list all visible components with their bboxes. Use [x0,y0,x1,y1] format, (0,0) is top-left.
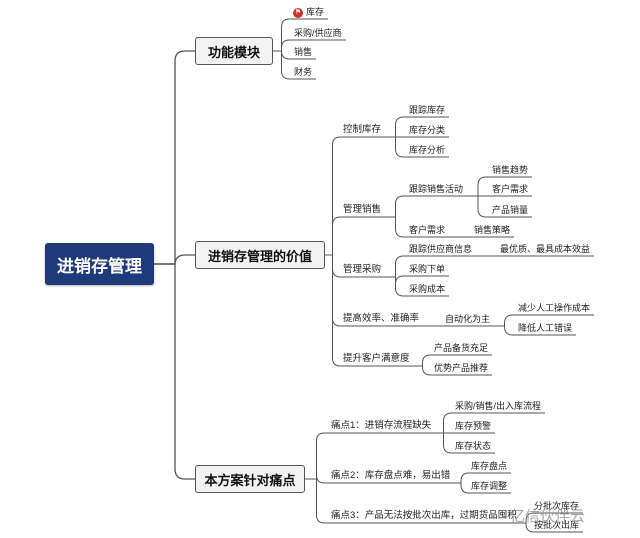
connector-line [305,474,331,484]
flag-icon: ⚑ [293,7,303,18]
connector-line [385,276,409,297]
connector-line [454,482,471,494]
leaf-inventory-category[interactable]: 库存分类 [409,125,446,135]
connector-line [273,50,294,60]
connector-line [325,136,343,256]
leaf-best-quality[interactable]: 最优质、最具成本效益 [500,244,591,254]
leaf-sales-trend[interactable]: 销售趋势 [492,165,529,175]
leaf-track-supplier[interactable]: 跟踪供应商信息 [409,244,473,254]
connector-line [305,432,331,480]
connector-line [414,354,434,367]
connector-line [521,522,535,533]
leaf-reduce-errors[interactable]: 降低人工错误 [518,323,573,333]
leaf-track-sales[interactable]: 跟踪销售活动 [409,184,464,194]
connector-line [521,512,535,524]
connector-line [494,325,518,336]
leaf-sales-strategy[interactable]: 销售策略 [474,225,511,235]
leaf-purchase-cost[interactable]: 采购成本 [409,284,446,294]
leaf-automation[interactable]: 自动化为主 [445,314,491,324]
sub-pain-2[interactable]: 痛点2：库存盘点难，易出错 [331,470,451,481]
sub-customer-satisfaction[interactable]: 提升客户满意度 [343,353,410,364]
leaf-product-recommend[interactable]: 优势产品推荐 [434,363,489,373]
leaf-track-inventory[interactable]: 跟踪库存 [409,105,446,115]
leaf-inventory-alert[interactable]: 库存预警 [455,421,492,431]
connector-line [467,195,492,218]
connector-line [325,254,343,278]
connector-line [414,365,434,376]
leaf-sales[interactable]: 销售 [294,47,313,57]
leaf-purchase-order[interactable]: 采购下单 [409,264,446,274]
connector-line [385,216,409,238]
leaf-inventory-status[interactable]: 库存状态 [455,441,492,451]
connector-line [305,478,331,524]
leaf-inventory-analysis[interactable]: 库存分析 [409,145,446,155]
connector-line [385,136,409,158]
connector-line [494,314,518,327]
connector-line [385,116,409,138]
leaf-customer-demand-2[interactable]: 客户需求 [409,225,446,235]
connector-line [325,254,343,367]
sub-manage-purchase[interactable]: 管理采购 [343,264,382,275]
connector-line [385,255,409,278]
leaf-finance[interactable]: 财务 [294,67,313,77]
leaf-batch-out[interactable]: 按批次出库 [534,520,580,530]
branch-value[interactable]: 进销存管理的价值 [195,241,325,269]
sub-manage-sales[interactable]: 管理销售 [343,204,382,215]
leaf-product-sales[interactable]: 产品销量 [492,205,529,215]
sub-control-inventory[interactable]: 控制库存 [343,124,382,135]
connector-line [273,18,293,52]
sub-improve-efficiency[interactable]: 提高效率、准确率 [343,313,420,324]
connector-line [454,472,471,484]
leaf-inventory[interactable]: ⚑库存 [293,7,325,18]
leaf-reduce-manual-cost[interactable]: 减少人工操作成本 [518,303,591,313]
connector-line [385,195,409,218]
leaf-stock-adjust[interactable]: 库存调整 [471,481,508,491]
connector-line [325,216,343,256]
leaf-stock-sufficient[interactable]: 产品备货充足 [434,343,489,353]
sub-pain-3[interactable]: 痛点3：产品无法按批次出库，过期货品囤积 [331,510,517,521]
connector-line [325,254,343,327]
root-node[interactable]: 进销存管理 [45,243,154,285]
sub-pain-1[interactable]: 痛点1：进销存流程缺失 [331,420,432,431]
connector-line [154,263,195,480]
connector-line [467,176,492,197]
branch-pain-points[interactable]: 本方案针对痛点 [195,465,305,493]
branch-function-modules[interactable]: 功能模块 [195,37,273,65]
connector-line [435,432,455,454]
leaf-purchase-supplier[interactable]: 采购/供应商 [294,28,342,38]
connector-line [273,50,294,80]
leaf-customer-demand[interactable]: 客户需求 [492,184,529,194]
watermark: 亿信伙伴云 [510,508,586,525]
connector-line [273,39,294,52]
leaf-stock-count[interactable]: 库存盘点 [471,461,508,471]
leaf-process-flow[interactable]: 采购/销售/出入库流程 [455,401,542,411]
connector-line [154,50,195,265]
leaf-batch-stock[interactable]: 分批次库存 [534,501,580,511]
connector-line [435,412,455,434]
